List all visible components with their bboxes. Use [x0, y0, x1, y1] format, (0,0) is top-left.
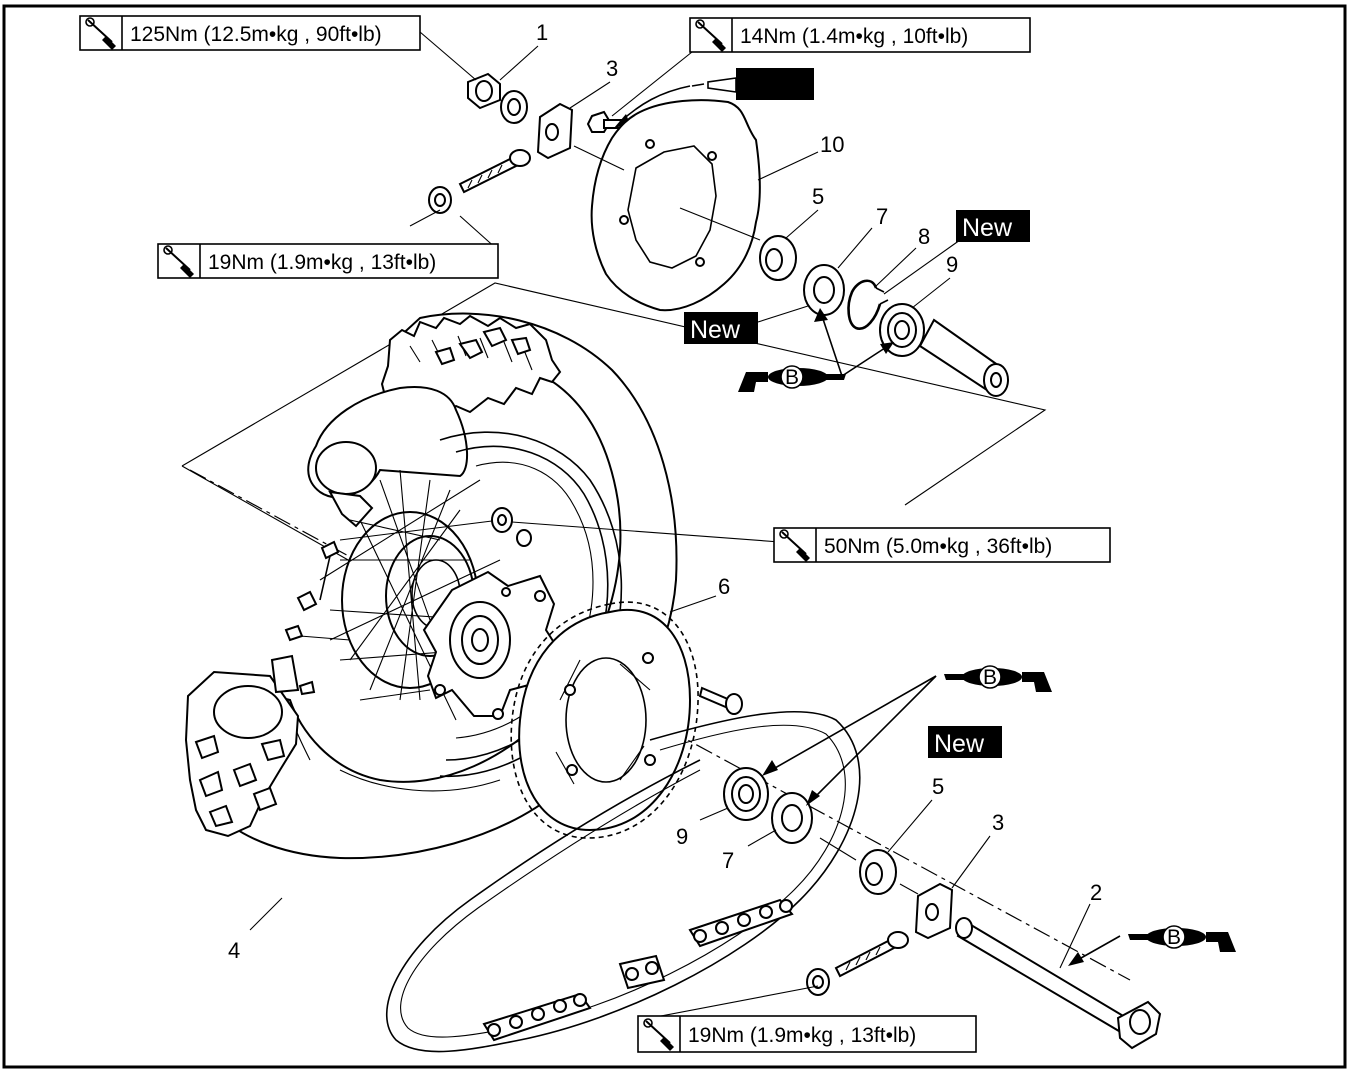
- new-label-1: New: [956, 210, 1030, 242]
- brake-disc: [590, 99, 761, 312]
- callout-5-bottom: 5: [932, 774, 944, 799]
- axle-nut: [467, 72, 501, 110]
- collar-bottom: [859, 849, 897, 895]
- adjusting-nut-top: [428, 186, 452, 214]
- oil-seal-top: [803, 264, 845, 316]
- chain-section-b: [482, 992, 592, 1042]
- chain-puller-top: [536, 102, 574, 160]
- grease-mark-text: B: [983, 666, 997, 689]
- torque-spec-2: 14Nm (1.4m•kg , 10ft•lb): [689, 17, 1031, 53]
- torque-spec-text: 19Nm (1.9m•kg , 13ft•lb): [208, 251, 436, 274]
- callout-8: 8: [918, 224, 930, 249]
- grease-mark-text: B: [1167, 926, 1181, 949]
- new-label-text: New: [934, 730, 985, 758]
- torque-spec-text: 19Nm (1.9m•kg , 13ft•lb): [688, 1024, 916, 1047]
- torque-spec-text: 14Nm (1.4m•kg , 10ft•lb): [740, 25, 968, 48]
- torque-spec-5: 19Nm (1.9m•kg , 13ft•lb): [637, 1015, 977, 1053]
- grease-symbol-1: B: [738, 365, 846, 392]
- callout-3-top: 3: [606, 56, 618, 81]
- callout-4: 4: [228, 938, 240, 963]
- adjusting-nut-bottom: [806, 968, 830, 996]
- leader-lines: [249, 31, 1091, 1021]
- chain-section-a: [688, 898, 794, 948]
- chain-master-link: [618, 954, 666, 990]
- rim-lock-bolts: [284, 540, 351, 696]
- circlip: [847, 279, 889, 330]
- new-label-3: New: [928, 726, 1002, 758]
- oil-seal-bottom: [771, 792, 813, 844]
- torque-spec-1: 125Nm (12.5m•kg , 90ft•lb): [79, 15, 421, 51]
- grease-arrows-top: [814, 308, 894, 377]
- drive-chain: [386, 710, 861, 1053]
- adjusting-bolt-bottom: [834, 931, 909, 978]
- hub-nut-a: [491, 507, 513, 533]
- tire-lower-tread: [184, 654, 300, 838]
- disc-axis-line: [679, 207, 761, 241]
- torque-spec-3: 19Nm (1.9m•kg , 13ft•lb): [157, 243, 499, 279]
- rear-axle: [955, 917, 1162, 1050]
- callout-1: 1: [536, 20, 548, 45]
- grease-arrows-bottom: [762, 675, 1121, 966]
- callout-5-top: 5: [812, 184, 824, 209]
- diagram-frame: [2, 4, 1347, 1069]
- hub-washer-a: [516, 529, 532, 547]
- bearing-bottom: [723, 767, 769, 821]
- new-label-text: New: [690, 316, 741, 344]
- thread-lock-tube: [614, 68, 814, 128]
- sprocket-bolt: [698, 686, 743, 715]
- callout-6: 6: [718, 574, 730, 599]
- callout-9-top: 9: [946, 252, 958, 277]
- axle-nut-washer: [500, 90, 528, 124]
- torque-spec-text: 125Nm (12.5m•kg , 90ft•lb): [130, 23, 382, 46]
- callout-2: 2: [1090, 880, 1102, 905]
- callout-10: 10: [820, 132, 844, 157]
- torque-spec-4: 50Nm (5.0m•kg , 36ft•lb): [773, 527, 1111, 563]
- upper-explode-outline: [181, 282, 1047, 506]
- callout-9-bottom: 9: [676, 824, 688, 849]
- callout-3-bottom: 3: [992, 810, 1004, 835]
- wheel-spacer-tube: [918, 318, 1009, 397]
- guide-line-a: [181, 465, 381, 579]
- brake-disc-bolt: [586, 110, 623, 133]
- new-label-2: New: [684, 312, 758, 344]
- adjusting-bolt-top: [458, 149, 531, 194]
- chain-puller-bottom: [914, 882, 954, 940]
- hub-nut-leader: [511, 521, 781, 543]
- callout-7-bottom: 7: [722, 848, 734, 873]
- grease-symbol-2: B: [944, 665, 1052, 692]
- callout-7-top: 7: [876, 204, 888, 229]
- grease-symbol-3: B: [1128, 925, 1236, 952]
- grease-mark-text: B: [785, 366, 799, 389]
- collar-top: [759, 235, 797, 281]
- torque-spec-text: 50Nm (5.0m•kg , 36ft•lb): [824, 535, 1052, 558]
- rear-sprocket: [510, 601, 699, 839]
- new-label-text: New: [962, 214, 1013, 242]
